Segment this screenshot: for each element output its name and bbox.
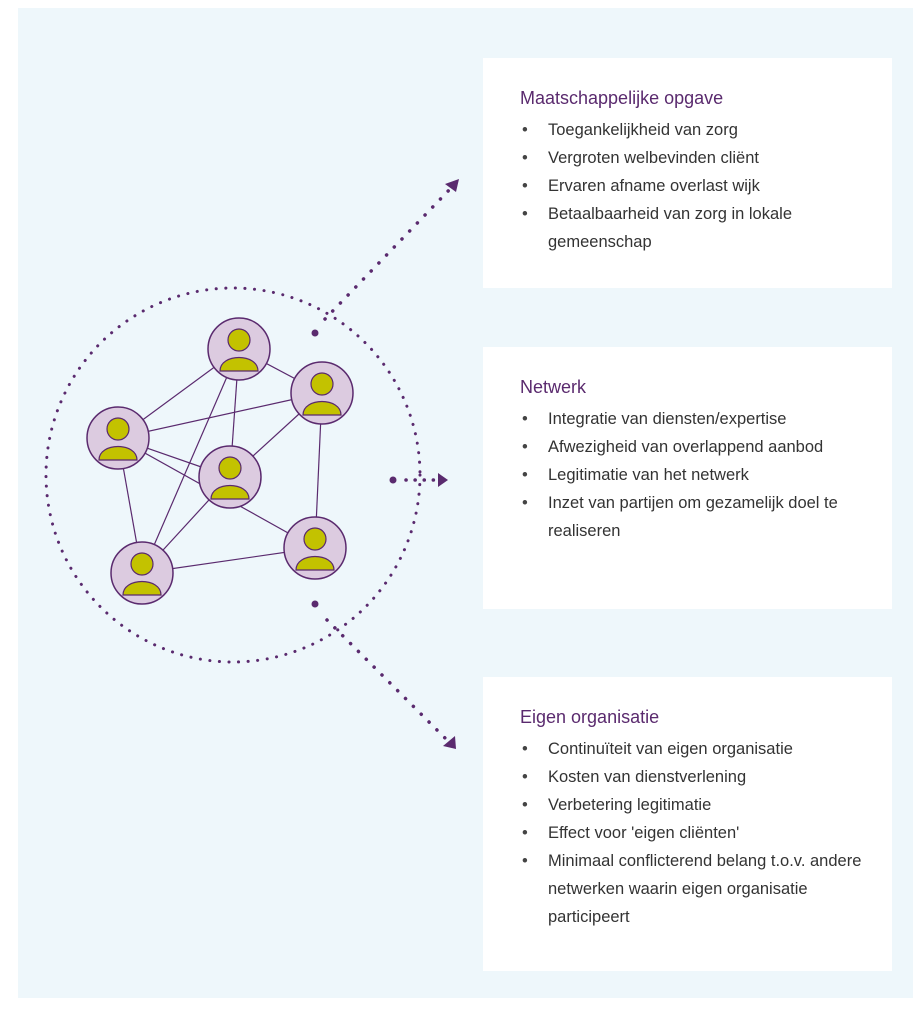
list-item: Continuïteit van eigen organisatie [520, 735, 874, 763]
list-item: Verbetering legitimatie [520, 791, 874, 819]
panel-title: Eigen organisatie [520, 707, 660, 727]
list-item: Kosten van dienstverlening [520, 763, 874, 791]
panel-netwerk: Netwerk Integratie van diensten/expertis… [483, 347, 892, 609]
panel-list: Continuïteit van eigen organisatie Koste… [520, 735, 874, 931]
arrow-to-netwerk [389, 473, 448, 487]
list-item: Inzet van partijen om gezamelijk doel te… [520, 489, 874, 545]
arrow-to-maatschappelijke-opgave [311, 179, 459, 337]
arrow-to-eigen-organisatie [311, 600, 456, 749]
panel-title: Netwerk [520, 377, 587, 397]
list-item: Ervaren afname overlast wijk [520, 172, 874, 200]
list-item: Effect voor 'eigen cliënten' [520, 819, 874, 847]
list-item: Minimaal conflicterend belang t.o.v. and… [520, 847, 874, 931]
list-item: Vergroten welbevinden cliënt [520, 144, 874, 172]
person-node [110, 541, 174, 605]
panel-maatschappelijke-opgave: Maatschappelijke opgave Toegankelijkheid… [483, 58, 892, 288]
person-node [290, 361, 354, 425]
list-item: Legitimatie van het netwerk [520, 461, 874, 489]
person-node [198, 445, 262, 509]
list-item: Betaalbaarheid van zorg in lokale gemeen… [520, 200, 874, 256]
list-item: Toegankelijkheid van zorg [520, 116, 874, 144]
person-node [207, 317, 271, 381]
person-node [86, 406, 150, 470]
network-boundary [44, 286, 422, 664]
person-node [283, 516, 347, 580]
panel-list: Toegankelijkheid van zorg Vergroten welb… [520, 116, 874, 256]
network-diagram [44, 179, 459, 749]
list-item: Afwezigheid van overlappend aanbod [520, 433, 874, 461]
list-item: Integratie van diensten/expertise [520, 405, 874, 433]
panel-list: Integratie van diensten/expertise Afwezi… [520, 405, 874, 545]
panel-eigen-organisatie: Eigen organisatie Continuïteit van eigen… [483, 677, 892, 971]
panel-title: Maatschappelijke opgave [520, 88, 724, 108]
